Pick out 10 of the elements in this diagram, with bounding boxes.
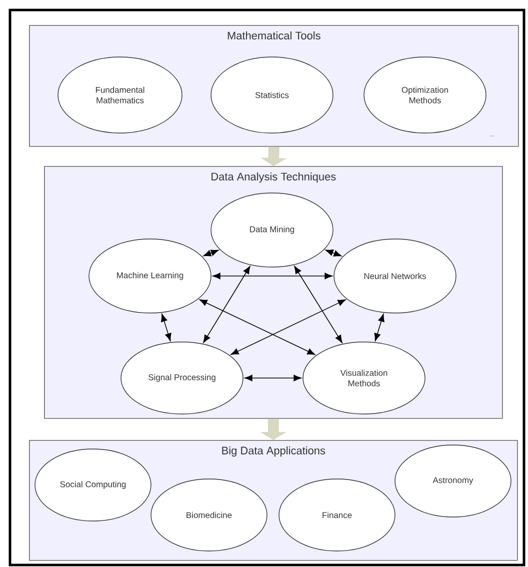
double-arrow (203, 250, 219, 256)
double-arrow (199, 299, 316, 355)
double-arrow (161, 314, 172, 342)
double-arrow (203, 266, 250, 343)
double-arrow (244, 374, 302, 382)
double-arrow (325, 250, 342, 256)
double-arrow (374, 314, 384, 342)
double-arrow (230, 299, 346, 355)
double-arrow (212, 272, 332, 280)
double-arrow (294, 266, 342, 343)
